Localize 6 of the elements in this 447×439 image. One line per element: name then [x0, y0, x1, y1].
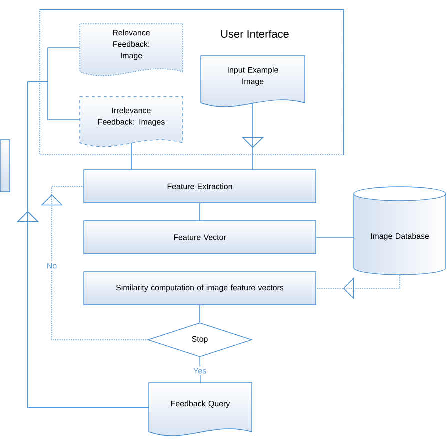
connector [200, 356, 201, 384]
connector [316, 237, 354, 238]
connector [316, 274, 400, 300]
empty-box [0, 140, 10, 192]
connector [40, 186, 148, 340]
connector [131, 142, 132, 170]
